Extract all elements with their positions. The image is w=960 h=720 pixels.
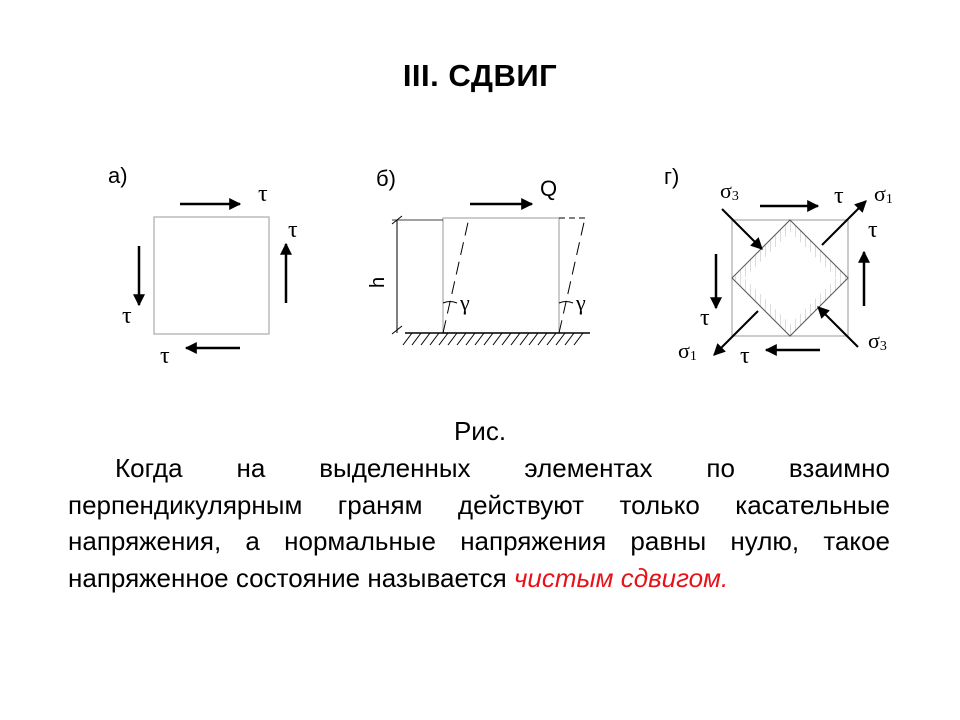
body-paragraph: Когда на выделенных элементах по взаимно… <box>68 450 890 596</box>
panel-g-label: г) <box>664 164 679 189</box>
sigma3-label-bottom: σ3 <box>868 328 887 354</box>
tau-label-right: τ <box>288 217 298 243</box>
paragraph-text: Когда на выделенных элементах по взаимно… <box>68 453 890 593</box>
ground-hatch-mark <box>510 332 521 346</box>
panel-g: г) σ3 σ1 σ1 σ3 τ τ τ τ <box>664 164 893 369</box>
element-square-a <box>153 216 270 335</box>
ground-hatch-mark <box>555 332 566 346</box>
tau-g-label-top: τ <box>834 183 844 209</box>
tau-g-label-bottom: τ <box>740 343 750 369</box>
tau-label-top: τ <box>258 181 268 207</box>
dimension-tick-bottom <box>391 325 403 335</box>
ground-hatch <box>402 332 584 346</box>
angle-arc-left <box>442 301 458 304</box>
angle-arc-right <box>558 301 574 304</box>
ground-hatch-mark <box>402 332 413 346</box>
ground-hatch-mark <box>537 332 548 346</box>
figure-caption: Рис. <box>453 416 507 446</box>
ground-hatch-mark <box>573 332 584 346</box>
ground-hatch-mark <box>474 332 485 346</box>
tau-label-left: τ <box>122 303 132 329</box>
element-square-b <box>442 217 560 334</box>
tau-g-label-right: τ <box>868 217 878 243</box>
ground-hatch-mark <box>420 332 431 346</box>
sigma1-arrow-bottom-left <box>713 310 759 356</box>
height-label-h: h <box>367 277 389 288</box>
force-label-q: Q <box>540 176 557 201</box>
sigma3-arrow-bottom-right <box>817 306 859 348</box>
ground-hatch-mark <box>456 332 467 346</box>
sigma1-label-top: σ1 <box>874 181 893 207</box>
panel-a: а) τ τ τ τ <box>108 163 298 369</box>
deformed-left-edge <box>442 217 470 334</box>
tau-label-bottom: τ <box>160 343 170 369</box>
ground-hatch-mark <box>483 332 494 346</box>
rotated-element-inner <box>744 232 836 324</box>
ground-hatch-mark <box>528 332 539 346</box>
highlighted-term: чистым сдвигом. <box>513 562 729 593</box>
panel-b-label: б) <box>376 166 396 191</box>
ground-hatch-mark <box>447 332 458 346</box>
ground-hatch-mark <box>438 332 449 346</box>
ground-hatch-mark <box>492 332 503 346</box>
ground-hatch-mark <box>411 332 422 346</box>
ground-hatch-mark <box>429 332 440 346</box>
deformed-right-edge <box>558 217 586 334</box>
ground-hatch-mark <box>564 332 575 346</box>
sigma3-arrow-top-left <box>721 208 763 250</box>
ground-hatch-mark <box>519 332 530 346</box>
page-title: III. СДВИГ <box>402 58 558 93</box>
ground-hatch-mark <box>465 332 476 346</box>
sigma1-label-bottom: σ1 <box>678 338 697 364</box>
sigma3-label-top: σ3 <box>720 178 739 204</box>
ground-hatch-mark <box>501 332 512 346</box>
gamma-label-left: γ <box>459 290 470 315</box>
ground-hatch-mark <box>546 332 557 346</box>
gamma-label-right: γ <box>575 290 586 315</box>
sigma1-arrow-top-right <box>821 200 867 246</box>
panel-a-label: а) <box>108 163 128 188</box>
panel-b: б) Q h γ γ <box>367 166 590 346</box>
tau-g-label-left: τ <box>700 305 710 331</box>
